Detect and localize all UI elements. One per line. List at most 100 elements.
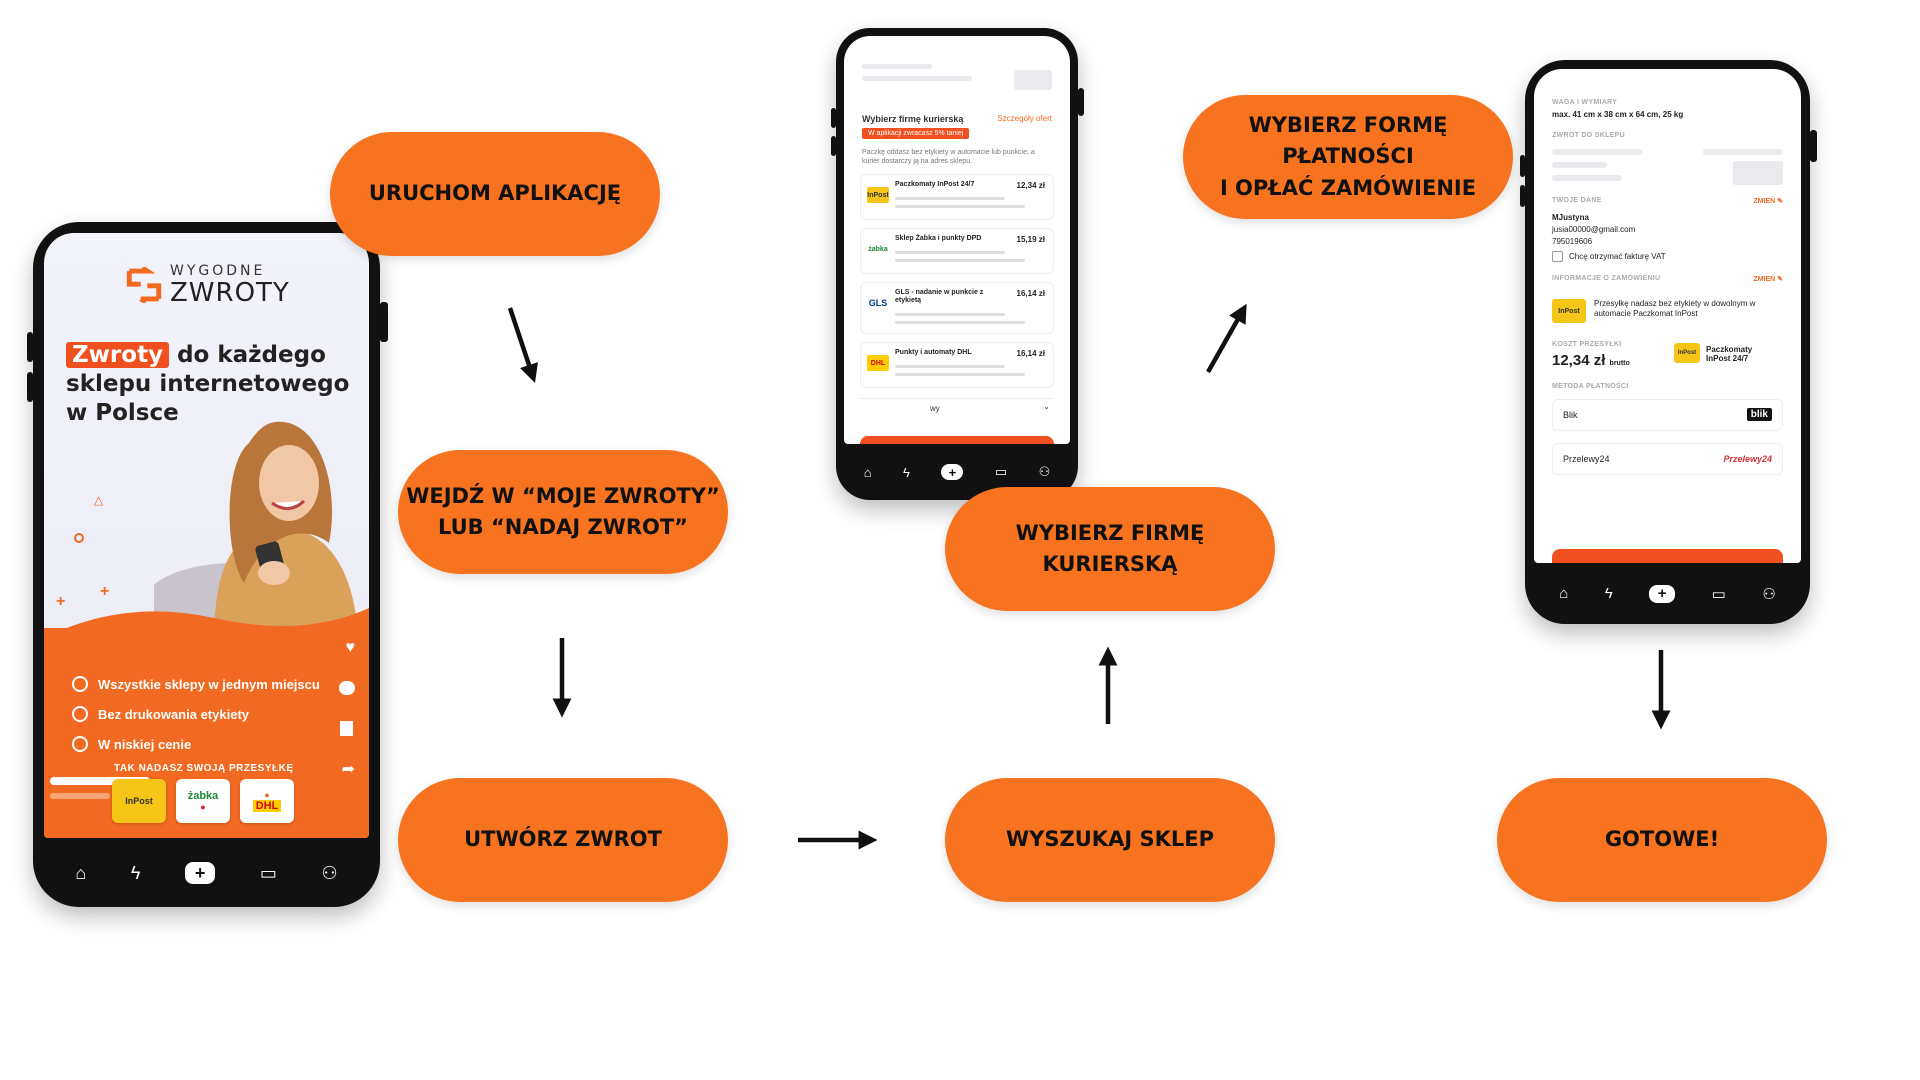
inpost-logo: InPost	[1552, 299, 1586, 323]
arrow-step1-to-step2	[507, 307, 538, 383]
zabka-logo: żabka	[868, 245, 888, 253]
lightning-icon[interactable]: ϟ	[130, 862, 141, 883]
add-icon[interactable]: +	[941, 464, 964, 480]
cost-value: 12,34 zł brutto	[1552, 352, 1630, 369]
app-logo: WYGODNE ZWROTY	[126, 263, 290, 307]
payment-method-label: METODA PŁATNOŚCI	[1552, 383, 1629, 390]
profile-icon[interactable]: ⚇	[1038, 464, 1051, 479]
feature-item: Bez drukowania etykiety	[72, 706, 249, 722]
chat-icon	[339, 681, 355, 695]
step-create-return: UTWÓRZ ZWROT	[398, 778, 728, 902]
deco-plus-1: +	[56, 593, 66, 610]
gls-logo: GLS	[868, 298, 888, 308]
feature-item: Wszystkie sklepy w jednym miejscu	[72, 676, 320, 692]
profile-icon[interactable]: ⚇	[1762, 585, 1776, 603]
bottom-tab-bar: ⌂ ϟ + ▭ ⚇	[836, 444, 1078, 500]
step-choose-courier: WYBIERZ FIRMĘ KURIERSKĄ	[945, 487, 1275, 611]
order-text: Przesyłkę nadasz bez etykiety w dowolnym…	[1594, 299, 1756, 318]
deco-plus-2: +	[100, 583, 110, 600]
home-icon[interactable]: ⌂	[75, 862, 87, 883]
weight-value: max. 41 cm x 38 cm x 64 cm, 25 kg	[1552, 110, 1684, 119]
return-arrows-icon	[126, 267, 162, 303]
carrier-card-inpost[interactable]: InPost	[112, 779, 166, 823]
continue-button[interactable]	[860, 436, 1054, 444]
deco-circle	[74, 533, 84, 543]
message-icon[interactable]: ▭	[1711, 585, 1726, 603]
return-label: ZWROT DO SKLEPU	[1552, 132, 1625, 139]
lightning-icon[interactable]: ϟ	[1604, 585, 1613, 602]
step-pay-order: WYBIERZ FORMĘ PŁATNOŚCI I OPŁAĆ ZAMÓWIEN…	[1183, 95, 1513, 219]
headline: Zwroty do każdego sklepu internetowego w…	[66, 341, 356, 428]
courier-offer[interactable]: żabka Sklep Żabka i punkty DPD 15,19 zł	[860, 228, 1054, 274]
discount-badge: W aplikacji zwracasz 5% taniej	[862, 128, 970, 139]
your-data-label: TWOJE DANE	[1552, 197, 1602, 204]
blik-logo: blik	[1746, 408, 1772, 421]
courier-title: Wybierz firmę kurierską	[862, 114, 964, 124]
woman-with-phone-illustration	[154, 421, 359, 643]
more-offers-dropdown[interactable]: wy ⌄	[860, 398, 1054, 418]
user-email: jusia00000@gmail.com	[1552, 225, 1636, 234]
weight-label: WAGA I WYMIARY	[1552, 99, 1618, 106]
przelewy24-logo: Przelewy24	[1723, 454, 1772, 464]
courier-note: Paczkę oddasz bez etykiety w automacie l…	[862, 149, 1035, 165]
chevron-down-icon: ⌄	[1043, 402, 1050, 411]
piggy-bank-icon	[72, 736, 88, 752]
deco-triangle: △	[94, 493, 104, 507]
courier-offer[interactable]: GLS GLS - nadanie w punkcie z etykietą 1…	[860, 282, 1054, 334]
dhl-logo: DHL	[867, 355, 889, 371]
phone-courier-screen: Wybierz firmę kurierską Szczegóły ofert …	[831, 28, 1084, 500]
bottom-tab-bar: ⌂ ϟ + ▭ ⚇	[1525, 563, 1810, 624]
step-search-shop: WYSZUKAJ SKLEP	[945, 778, 1275, 902]
payment-option-przelewy24[interactable]: Przelewy24 Przelewy24	[1552, 443, 1783, 475]
order-info-label: INFORMACJE O ZAMÓWIENIU	[1552, 275, 1661, 282]
no-print-icon	[72, 706, 88, 722]
profile-icon[interactable]: ⚇	[321, 862, 338, 883]
headline-rest: do każdego sklepu internetowego w Polsce	[66, 342, 350, 426]
cost-carrier: Paczkomaty InPost 24/7	[1706, 345, 1753, 363]
pay-button[interactable]	[1552, 549, 1783, 563]
pencil-icon: ✎	[1777, 198, 1783, 205]
courier-offer[interactable]: DHL Punkty i automaty DHL 16,14 zł	[860, 342, 1054, 388]
home-icon[interactable]: ⌂	[1559, 585, 1569, 602]
carrier-card-zabka[interactable]: żabka●	[176, 779, 230, 823]
arrow-step5-to-step6	[1206, 303, 1247, 374]
phone-payment-screen: WAGA I WYMIARY max. 41 cm x 38 cm x 64 c…	[1520, 60, 1817, 624]
cost-label: KOSZT PRZESYŁKI	[1552, 341, 1622, 348]
search-icon	[72, 676, 88, 692]
headline-highlight: Zwroty	[66, 342, 170, 368]
payment-option-blik[interactable]: Blik blik	[1552, 399, 1783, 431]
home-icon[interactable]: ⌂	[863, 464, 872, 480]
user-name: MJustyna	[1552, 213, 1589, 222]
progress-bar	[50, 777, 150, 785]
user-phone: 795019606	[1552, 237, 1593, 246]
inpost-logo: InPost	[867, 187, 889, 203]
courier-offer[interactable]: InPost Paczkomaty InPost 24/7 12,34 zł	[860, 174, 1054, 220]
invoice-checkbox[interactable]: Chcę otrzymać fakturę VAT	[1552, 251, 1666, 262]
bottom-tab-bar: ⌂ ϟ + ▭ ⚇	[33, 839, 380, 907]
carrier-card-dhl[interactable]: ●DHL	[240, 779, 294, 823]
logo-bottom-text: ZWROTY	[170, 278, 290, 308]
step-open-returns: WEJDŹ W “MOJE ZWROTY” LUB “NADAJ ZWROT”	[398, 450, 728, 574]
feature-item: W niskiej cenie	[72, 736, 191, 752]
change-data-button[interactable]: ZMIEŃ ✎	[1753, 198, 1783, 205]
carriers-caption: TAK NADASZ SWOJĄ PRZESYŁKĘ	[114, 763, 294, 774]
inpost-logo: InPost	[1674, 343, 1700, 363]
offer-details-link[interactable]: Szczegóły ofert	[997, 114, 1052, 123]
message-icon[interactable]: ▭	[994, 464, 1008, 479]
change-order-button[interactable]: ZMIEŃ ✎	[1753, 276, 1783, 283]
share-icon: ➦	[341, 761, 355, 778]
heart-icon: ♥	[345, 639, 356, 656]
message-icon[interactable]: ▭	[259, 862, 277, 883]
add-icon[interactable]: +	[1649, 584, 1676, 603]
lightning-icon[interactable]: ϟ	[903, 464, 910, 480]
progress-bar-track	[50, 793, 110, 799]
phone-home-screen: WYGODNE ZWROTY Zwroty do każdego sklepu …	[27, 222, 388, 907]
step-launch-app: URUCHOM APLIKACJĘ	[330, 132, 660, 256]
logo-top-text: WYGODNE	[170, 263, 266, 279]
step-done: GOTOWE!	[1497, 778, 1827, 902]
add-icon[interactable]: +	[185, 862, 216, 884]
bookmark-icon	[340, 721, 353, 736]
pencil-icon: ✎	[1777, 276, 1783, 283]
